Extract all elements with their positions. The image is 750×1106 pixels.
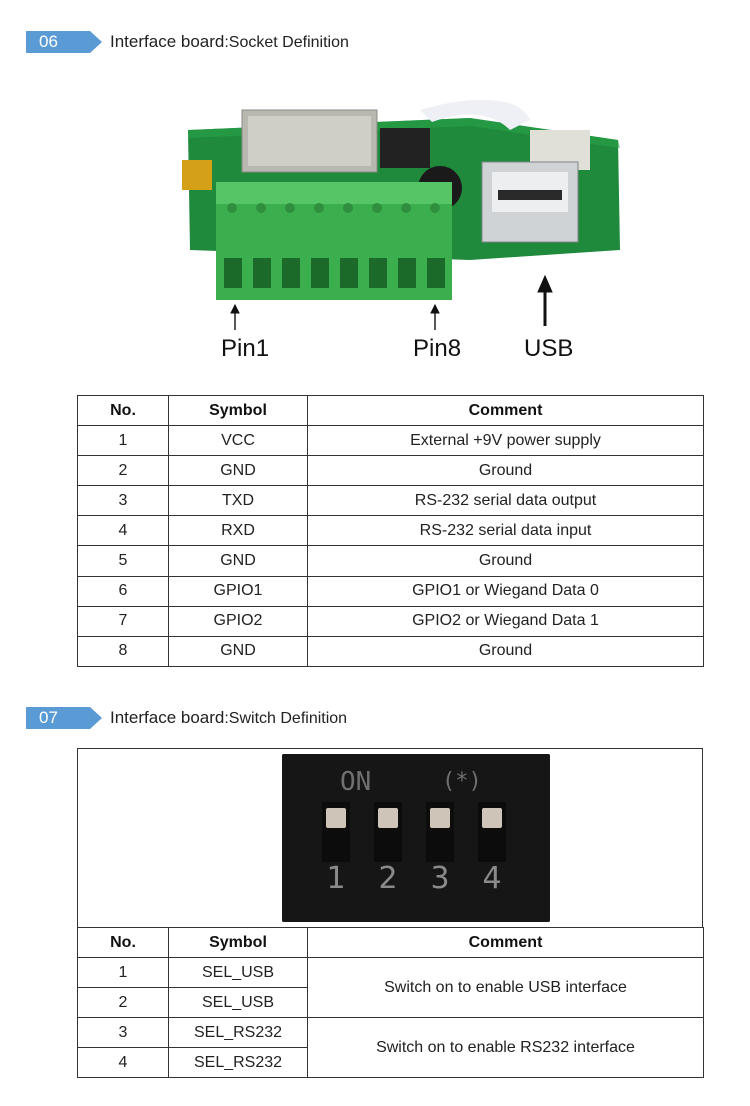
table-header-row: No. Symbol Comment	[77, 394, 704, 427]
cell-symbol: GPIO2	[168, 605, 308, 637]
section-title-sub: :Switch Definition	[224, 710, 348, 727]
cell-symbol: GND	[168, 455, 308, 487]
table-row: 4 SEL_RS232	[77, 1047, 704, 1078]
cell-no: 4	[77, 515, 169, 547]
cell-symbol: SEL_USB	[168, 987, 308, 1018]
dip-switch-photo: ON (*) 1 2 3 4	[282, 754, 550, 922]
cell-no: 8	[77, 635, 169, 667]
cell-no: 3	[77, 485, 169, 517]
section-title: Interface board:Switch Definition	[110, 708, 347, 728]
cell-symbol: VCC	[168, 425, 308, 457]
socket-definition-table: No. Symbol Comment 1 VCC External +9V po…	[77, 394, 704, 667]
cell-comment: Ground	[307, 545, 704, 577]
section-number-badge: 07	[26, 707, 102, 729]
usb-label: USB	[524, 335, 574, 362]
section-header-07: 07 Interface board:Switch Definition	[26, 707, 347, 729]
cell-comment: Ground	[307, 455, 704, 487]
table-header-row: No. Symbol Comment	[77, 927, 704, 958]
dip-number-1: 1	[326, 861, 345, 896]
cell-comment-merged: Switch on to enable RS232 interface	[307, 1017, 704, 1078]
table-row: 8 GND Ground	[77, 635, 704, 667]
cell-no: 1	[77, 425, 169, 457]
cell-comment: GPIO1 or Wiegand Data 0	[307, 575, 704, 607]
cell-symbol: GND	[168, 635, 308, 667]
cell-no: 1	[77, 957, 169, 988]
dip-number-3: 3	[430, 861, 449, 896]
cell-symbol: SEL_RS232	[168, 1047, 308, 1078]
cell-no: 5	[77, 545, 169, 577]
table-row: 3 SEL_RS232 Switch on to enable RS232 in…	[77, 1017, 704, 1078]
dip-number-4: 4	[482, 861, 501, 896]
header-symbol: Symbol	[168, 927, 308, 958]
cell-symbol: GPIO1	[168, 575, 308, 607]
cell-no: 4	[77, 1047, 169, 1078]
cell-symbol: SEL_USB	[168, 957, 308, 988]
dip-switch-photo-box: ON (*) 1 2 3 4	[77, 748, 703, 928]
cell-comment: RS-232 serial data input	[307, 515, 704, 547]
cell-comment-merged: Switch on to enable USB interface	[307, 957, 704, 1018]
pin-arrows	[230, 274, 553, 330]
cell-symbol: TXD	[168, 485, 308, 517]
table-row: 3 TXD RS-232 serial data output	[77, 485, 704, 517]
table-row: 2 SEL_USB	[77, 987, 704, 1018]
section-number-badge: 06	[26, 31, 102, 53]
header-comment: Comment	[307, 927, 704, 958]
table-row: 1 VCC External +9V power supply	[77, 425, 704, 457]
cell-no: 3	[77, 1017, 169, 1048]
header-no: No.	[77, 394, 169, 427]
table-row: 5 GND Ground	[77, 545, 704, 577]
table-row: 1 SEL_USB Switch on to enable USB interf…	[77, 957, 704, 1018]
dip-mark-label: (*)	[442, 769, 482, 794]
switch-definition-table: No. Symbol Comment 1 SEL_USB Switch on t…	[77, 927, 704, 1078]
dip-on-label: ON	[340, 767, 371, 797]
section-title-main: Interface board	[110, 708, 225, 727]
cell-symbol: RXD	[168, 515, 308, 547]
header-symbol: Symbol	[168, 394, 308, 427]
table-row: 4 RXD RS-232 serial data input	[77, 515, 704, 547]
section-title-main: Interface board	[110, 32, 225, 51]
section-header-06: 06 Interface board:Socket Definition	[26, 31, 349, 53]
section-title-sub: :Socket Definition	[224, 34, 349, 51]
cell-comment: GPIO2 or Wiegand Data 1	[307, 605, 704, 637]
table-row: 7 GPIO2 GPIO2 or Wiegand Data 1	[77, 605, 704, 637]
cell-no: 2	[77, 455, 169, 487]
header-no: No.	[77, 927, 169, 958]
cell-no: 7	[77, 605, 169, 637]
table-row: 6 GPIO1 GPIO1 or Wiegand Data 0	[77, 575, 704, 607]
cell-symbol: SEL_RS232	[168, 1017, 308, 1048]
table-row: 2 GND Ground	[77, 455, 704, 487]
cell-symbol: GND	[168, 545, 308, 577]
cell-no: 6	[77, 575, 169, 607]
cell-comment: Ground	[307, 635, 704, 667]
header-comment: Comment	[307, 394, 704, 427]
dip-number-2: 2	[378, 861, 397, 896]
cell-no: 2	[77, 987, 169, 1018]
pin1-label: Pin1	[221, 335, 270, 362]
cell-comment: RS-232 serial data output	[307, 485, 704, 517]
section-title: Interface board:Socket Definition	[110, 32, 349, 52]
interface-board-photo	[182, 100, 620, 300]
pin8-label: Pin8	[413, 335, 462, 362]
cell-comment: External +9V power supply	[307, 425, 704, 457]
